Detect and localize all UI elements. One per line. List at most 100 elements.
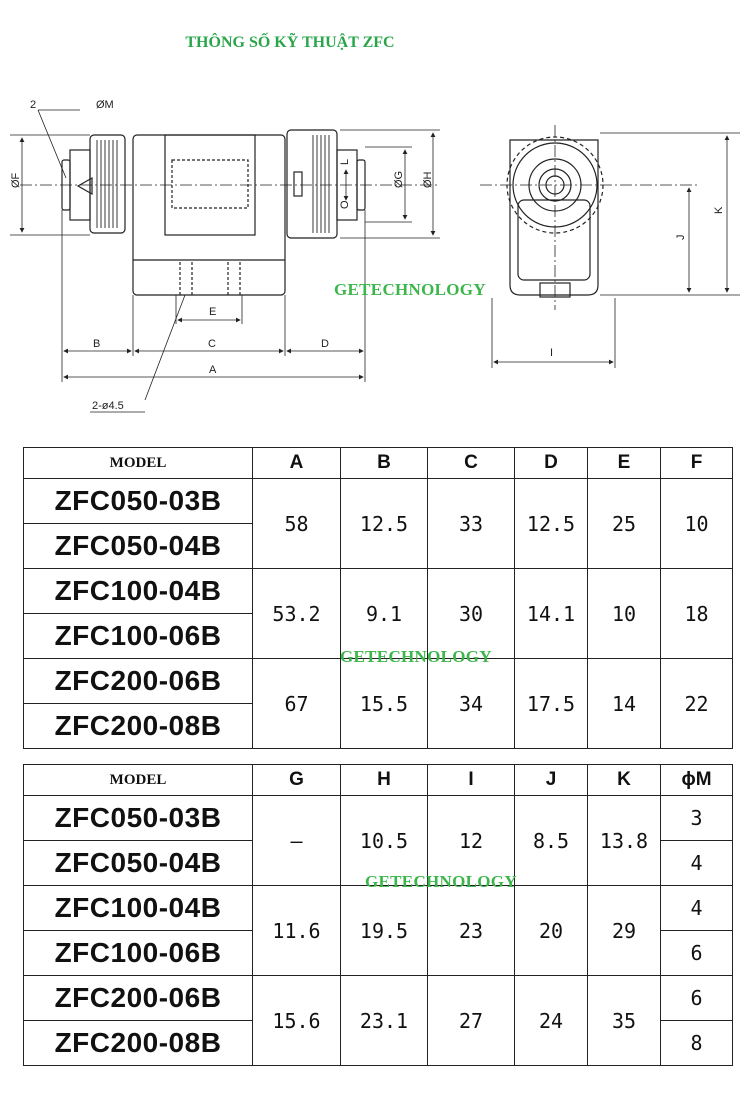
value-a: 67 bbox=[252, 658, 341, 749]
value-h: 19.5 bbox=[340, 885, 428, 976]
value-k: 35 bbox=[587, 975, 661, 1066]
header-f: F bbox=[660, 447, 733, 479]
header-model: MODEL bbox=[23, 764, 253, 796]
value-m: 6 bbox=[660, 975, 733, 1021]
value-i: 23 bbox=[427, 885, 515, 976]
value-a: 58 bbox=[252, 478, 341, 569]
header-i: I bbox=[427, 764, 515, 796]
value-c: 30 bbox=[427, 568, 515, 659]
drawing-labels: 2 ØM ØF ØG ØH L O B C D E A 2-ø4.5 I J K bbox=[10, 99, 725, 412]
label-o: O bbox=[339, 200, 351, 209]
value-e: 10 bbox=[587, 568, 661, 659]
value-j: 20 bbox=[514, 885, 588, 976]
header-g: G bbox=[252, 764, 341, 796]
value-h: 10.5 bbox=[340, 795, 428, 886]
value-b: 15.5 bbox=[340, 658, 428, 749]
end-view-dimensions bbox=[491, 132, 740, 368]
label-phi-m: ØM bbox=[96, 99, 114, 111]
header-h: H bbox=[340, 764, 428, 796]
label-phi-h: ØH bbox=[422, 171, 434, 188]
table-row: ZFC100-06B 6 bbox=[23, 930, 733, 976]
model-cell: ZFC200-08B bbox=[23, 1020, 253, 1066]
side-view-dimensions bbox=[10, 109, 440, 413]
label-b: B bbox=[93, 338, 100, 350]
technical-drawing: 2 ØM ØF ØG ØH L O B C D E A 2-ø4.5 I J K bbox=[10, 99, 740, 413]
value-j: 8.5 bbox=[514, 795, 588, 886]
label-k: K bbox=[713, 206, 725, 214]
label-d: D bbox=[321, 338, 329, 350]
label-a: A bbox=[209, 364, 217, 376]
label-phi-g: ØG bbox=[393, 171, 405, 188]
table-row: ZFC200-08B 8 bbox=[23, 1020, 733, 1066]
model-cell: ZFC100-06B bbox=[23, 613, 253, 659]
value-g: 11.6 bbox=[252, 885, 341, 976]
header-b: B bbox=[340, 447, 428, 479]
label-i: I bbox=[550, 347, 553, 359]
label-two: 2 bbox=[30, 99, 36, 111]
label-phi-f: ØF bbox=[10, 172, 22, 188]
value-c: 34 bbox=[427, 658, 515, 749]
value-j: 24 bbox=[514, 975, 588, 1066]
label-e: E bbox=[209, 306, 216, 318]
page-title: THÔNG SỐ KỸ THUẬT ZFC bbox=[185, 34, 395, 51]
watermark-3: GETECHNOLOGY bbox=[365, 872, 517, 891]
header-a: A bbox=[252, 447, 341, 479]
header-d: D bbox=[514, 447, 588, 479]
value-b: 9.1 bbox=[340, 568, 428, 659]
model-cell: ZFC200-06B bbox=[23, 658, 253, 704]
value-b: 12.5 bbox=[340, 478, 428, 569]
value-c: 33 bbox=[427, 478, 515, 569]
header-j: J bbox=[514, 764, 588, 796]
model-cell: ZFC050-04B bbox=[23, 840, 253, 886]
value-f: 10 bbox=[660, 478, 733, 569]
header-model: MODEL bbox=[23, 447, 253, 479]
value-d: 17.5 bbox=[514, 658, 588, 749]
model-cell: ZFC200-08B bbox=[23, 703, 253, 749]
header-c: C bbox=[427, 447, 515, 479]
model-cell: ZFC100-04B bbox=[23, 568, 253, 614]
value-m: 3 bbox=[660, 795, 733, 841]
header-e: E bbox=[587, 447, 661, 479]
watermark-2: GETECHNOLOGY bbox=[340, 647, 492, 666]
value-d: 14.1 bbox=[514, 568, 588, 659]
value-f: 18 bbox=[660, 568, 733, 659]
label-l: L bbox=[339, 159, 351, 165]
value-e: 25 bbox=[587, 478, 661, 569]
model-cell: ZFC050-03B bbox=[23, 795, 253, 841]
label-j: J bbox=[675, 235, 687, 241]
value-g: 15.6 bbox=[252, 975, 341, 1066]
model-cell: ZFC100-06B bbox=[23, 930, 253, 976]
model-cell: ZFC200-06B bbox=[23, 975, 253, 1021]
value-m: 4 bbox=[660, 885, 733, 931]
value-f: 22 bbox=[660, 658, 733, 749]
value-m: 8 bbox=[660, 1020, 733, 1066]
value-k: 13.8 bbox=[587, 795, 661, 886]
end-view bbox=[480, 125, 700, 310]
header-k: K bbox=[587, 764, 661, 796]
value-h: 23.1 bbox=[340, 975, 428, 1066]
value-a: 53.2 bbox=[252, 568, 341, 659]
model-cell: ZFC050-04B bbox=[23, 523, 253, 569]
value-m: 4 bbox=[660, 840, 733, 886]
side-view bbox=[20, 129, 440, 296]
model-cell: ZFC050-03B bbox=[23, 478, 253, 524]
value-m: 6 bbox=[660, 930, 733, 976]
header-ϕm: ϕM bbox=[660, 764, 733, 796]
label-c: C bbox=[208, 338, 216, 350]
label-hole: 2-ø4.5 bbox=[92, 400, 124, 412]
value-e: 14 bbox=[587, 658, 661, 749]
table-row: ZFC050-04B 4 bbox=[23, 840, 733, 886]
value-d: 12.5 bbox=[514, 478, 588, 569]
watermark-1: GETECHNOLOGY bbox=[334, 280, 486, 299]
table-row: ZFC200-08B bbox=[23, 703, 733, 749]
